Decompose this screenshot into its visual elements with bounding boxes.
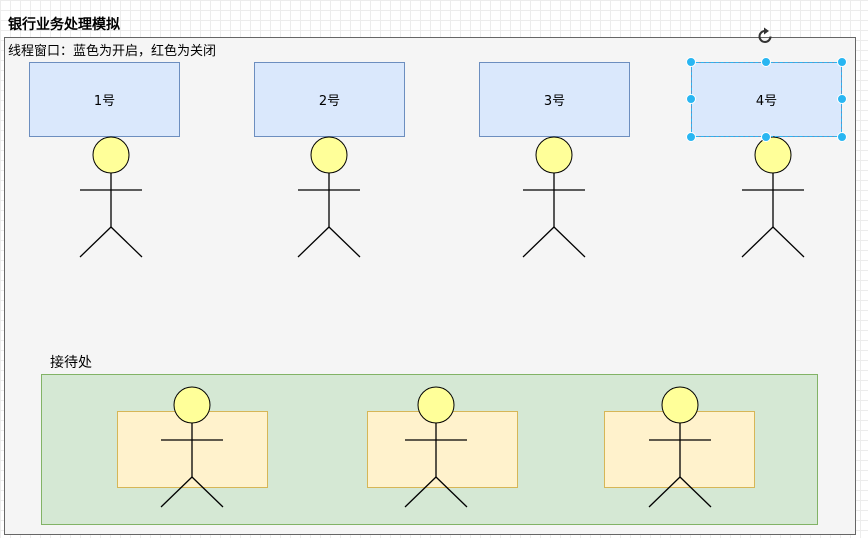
teller-4-actor[interactable]	[741, 136, 805, 258]
teller-3-actor[interactable]	[522, 136, 586, 258]
window-3-label: 3号	[543, 94, 566, 109]
waiting-seat-2[interactable]	[367, 411, 518, 488]
resize-handle-w[interactable]	[686, 94, 696, 104]
resize-handle-ne[interactable]	[837, 57, 847, 67]
resize-handle-n[interactable]	[761, 57, 771, 67]
window-3[interactable]: 3号	[479, 62, 630, 137]
teller-2-actor[interactable]	[297, 136, 361, 258]
window-1[interactable]: 1号	[29, 62, 180, 137]
waiting-area-label: 接待处	[50, 355, 92, 371]
window-4[interactable]: 4号	[691, 62, 842, 137]
diagram-title: 银行业务处理模拟	[8, 17, 120, 33]
window-2[interactable]: 2号	[254, 62, 405, 137]
window-1-label: 1号	[93, 94, 116, 109]
resize-handle-sw[interactable]	[686, 132, 696, 142]
container-label: 线程窗口：蓝色为开启，红色为关闭	[8, 44, 217, 59]
customer-1-actor[interactable]	[160, 386, 224, 508]
window-2-label: 2号	[318, 94, 341, 109]
customer-3-actor[interactable]	[648, 386, 712, 508]
resize-handle-nw[interactable]	[686, 57, 696, 67]
resize-handle-se[interactable]	[837, 132, 847, 142]
resize-handle-e[interactable]	[837, 94, 847, 104]
rotate-icon[interactable]	[755, 26, 775, 46]
window-4-label: 4号	[755, 94, 778, 109]
teller-1-actor[interactable]	[79, 136, 143, 258]
customer-2-actor[interactable]	[404, 386, 468, 508]
resize-handle-s[interactable]	[761, 132, 771, 142]
